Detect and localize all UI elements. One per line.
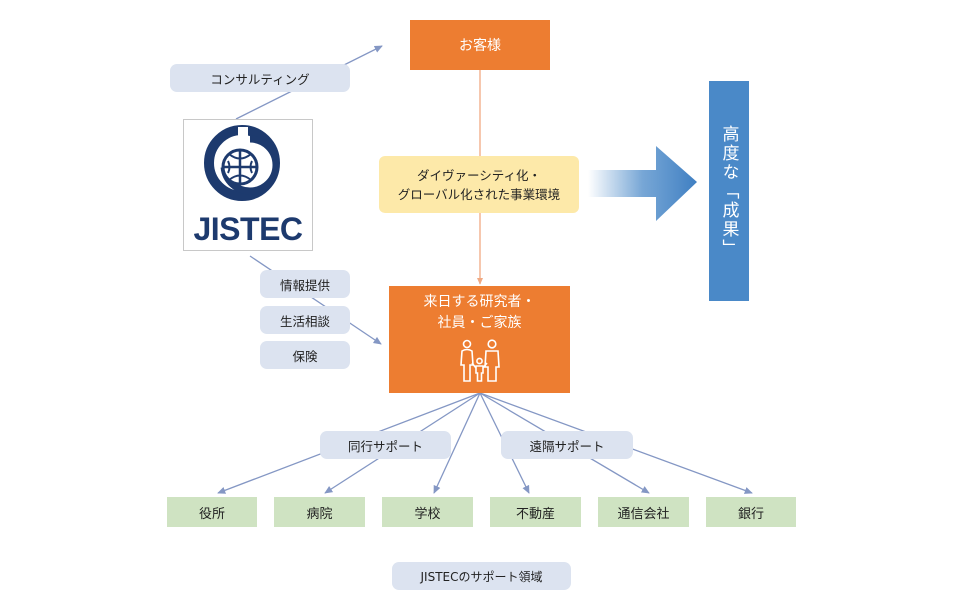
- accompany-support-pill: 同行サポート: [320, 431, 451, 459]
- destination-real-estate: 不動産: [490, 497, 581, 527]
- consulting-pill: コンサルティング: [170, 64, 350, 92]
- service-label: 保険: [292, 348, 318, 364]
- consulting-label: コンサルティング: [210, 71, 310, 87]
- destination-label: 病院: [306, 506, 333, 522]
- customer-label: お客様: [459, 38, 501, 54]
- service-pill-info: 情報提供: [260, 270, 350, 298]
- destination-label: 不動産: [515, 506, 555, 522]
- globe-logo-icon: [204, 125, 280, 201]
- destination-hospital: 病院: [274, 497, 365, 527]
- destination-bank: 銀行: [706, 497, 796, 527]
- remote-support-pill: 遠隔サポート: [501, 431, 633, 459]
- service-label: 生活相談: [279, 313, 330, 329]
- accompany-support-label: 同行サポート: [347, 438, 423, 454]
- destination-city-office: 役所: [167, 497, 257, 527]
- customer-box: お客様: [410, 20, 550, 70]
- environment-box: ダイヴァーシティ化・ グローバル化された事業環境: [379, 156, 579, 213]
- destination-label: 学校: [414, 506, 441, 522]
- result-label: 高度な「成果」: [718, 124, 739, 258]
- result-box: 高度な「成果」: [709, 81, 749, 301]
- family-icon: [459, 339, 500, 382]
- diagram-caption: JISTECのサポート領域: [392, 562, 571, 590]
- remote-support-label: 遠隔サポート: [529, 438, 605, 454]
- service-label: 情報提供: [279, 277, 330, 293]
- researchers-line-2: 社員・ご家族: [437, 315, 522, 331]
- destination-school: 学校: [382, 497, 473, 527]
- fan-out-lines: [217, 392, 753, 494]
- destination-label: 銀行: [737, 506, 764, 522]
- environment-line-1: ダイヴァーシティ化・: [416, 167, 541, 183]
- logo-text: JISTEC: [193, 211, 303, 247]
- researchers-box: 来日する研究者・ 社員・ご家族: [389, 286, 570, 393]
- destination-label: 通信会社: [617, 506, 670, 522]
- service-pill-consult: 生活相談: [260, 306, 350, 334]
- service-pill-insurance: 保険: [260, 341, 350, 369]
- big-arrow: [588, 146, 697, 221]
- environment-line-2: グローバル化された事業環境: [397, 186, 561, 202]
- researchers-line-1: 来日する研究者・: [423, 294, 536, 310]
- caption-label: JISTECのサポート領域: [420, 569, 543, 584]
- jistec-logo: JISTEC: [183, 119, 313, 251]
- destination-telecom: 通信会社: [598, 497, 689, 527]
- destination-label: 役所: [198, 506, 225, 522]
